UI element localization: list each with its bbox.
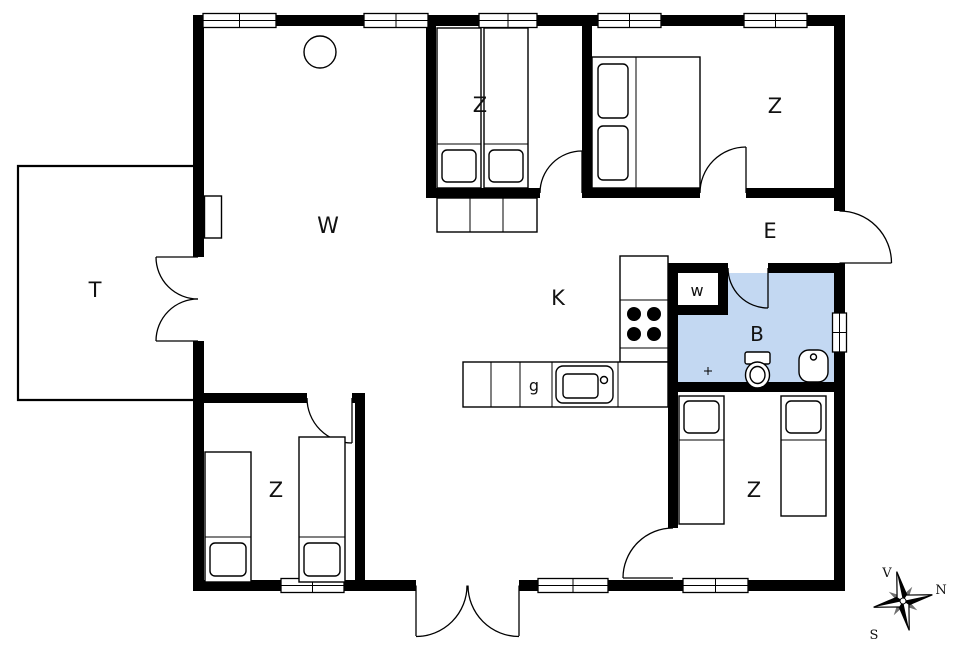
wall-closet-east [718, 263, 728, 315]
bedroom-topright-door [699, 146, 747, 194]
room-label-bathroom: B [750, 322, 764, 346]
window [831, 312, 848, 353]
wall-bedroom-topmid-south [426, 188, 540, 198]
bed [436, 27, 482, 189]
window [743, 12, 808, 29]
wall-bedroom-bl-east [355, 393, 365, 580]
wall-bedrooms-divider [582, 15, 592, 198]
kitchen-sink-icon [555, 365, 614, 404]
room-labels: W T Z Z E K w B g Z Z [88, 93, 783, 502]
floor-drain-icon [704, 367, 712, 375]
bed [204, 451, 252, 583]
wall-living-bedroom [426, 15, 436, 198]
wall-closet-south [668, 305, 728, 315]
ceiling-lamp-icon [303, 35, 337, 69]
compass-rose: V N S [870, 566, 947, 643]
bed [780, 395, 827, 517]
room-label-terrace: T [88, 278, 102, 302]
terrace [16, 164, 193, 402]
patio-double-door [415, 585, 520, 638]
window [682, 577, 749, 594]
window [363, 12, 429, 29]
wall-bedroom-topright-south-a [582, 188, 700, 198]
bed [298, 436, 346, 583]
terrace-outline [16, 164, 193, 402]
terrace-door-opening [192, 257, 205, 341]
entrance-door [839, 210, 893, 264]
bedroom-bl-door [306, 397, 353, 444]
room-label-kitchen: K [551, 286, 566, 310]
window [478, 12, 538, 29]
bathroom-door [727, 267, 769, 309]
compass-west-label: V [881, 566, 892, 581]
wardrobe [436, 197, 538, 233]
room-label-living: W [317, 214, 339, 239]
label-island-unit: g [529, 376, 539, 395]
wall-exterior-right [834, 15, 845, 591]
window [597, 12, 662, 29]
fireplace [203, 195, 223, 239]
compass-south-label: S [870, 628, 879, 643]
closet-floor [678, 273, 718, 305]
bedroom-br-door [622, 527, 674, 579]
window [537, 577, 609, 594]
kitchen-island [462, 361, 669, 408]
double-bed [591, 56, 701, 189]
stove-burners-icon [627, 307, 661, 341]
wall-bath-north-a [668, 263, 728, 273]
bedroom-topmid-door [539, 150, 583, 194]
room-label-bedroom-br: Z [747, 478, 761, 502]
furniture [203, 27, 829, 583]
wall-bedroom-topright-south-b [746, 188, 845, 198]
doors [155, 146, 893, 638]
room-label-bedroom-bl: Z [269, 478, 283, 502]
window [202, 12, 277, 29]
compass-star-icon [873, 571, 933, 631]
entrance-door-opening [833, 211, 846, 263]
toilet-icon [744, 351, 771, 389]
bath-sink-icon [798, 349, 829, 383]
windows [202, 12, 848, 594]
wall-kitchen-bath-divider [668, 263, 678, 528]
compass-north-label: N [935, 583, 946, 598]
room-label-entrance: E [763, 219, 776, 243]
room-label-bedroom-topright: Z [768, 94, 782, 118]
room-label-bedroom-topmid: Z [473, 93, 487, 117]
bed [678, 395, 725, 525]
terrace-double-door [155, 256, 199, 342]
wall-bath-north-b [768, 263, 845, 273]
bed [483, 27, 529, 189]
room-label-closet: w [690, 281, 703, 300]
wall-bedroom-bl-north-a [193, 393, 307, 403]
kitchen-counter [619, 255, 669, 363]
